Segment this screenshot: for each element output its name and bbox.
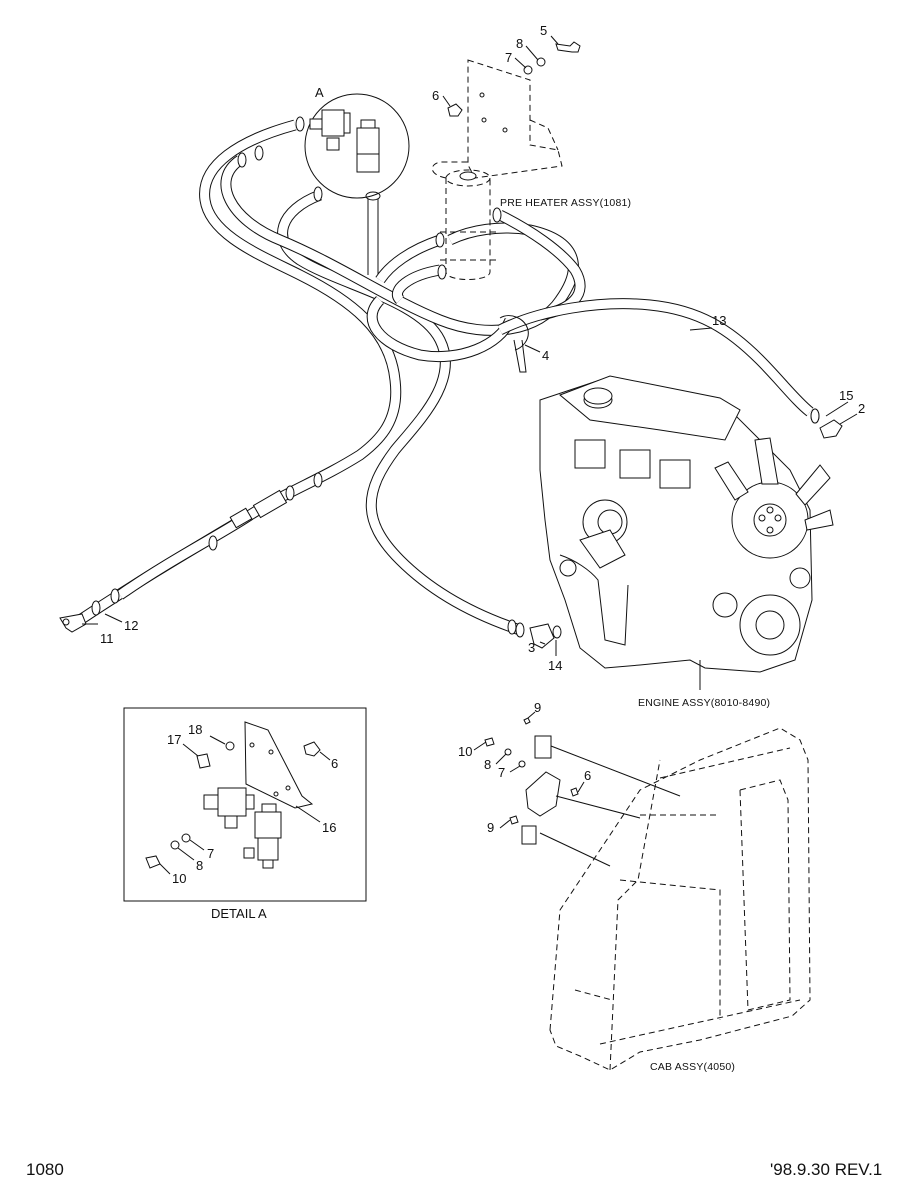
part-number-4: 4 bbox=[542, 348, 549, 363]
engine-assembly bbox=[539, 375, 834, 690]
detail-part-8: 8 bbox=[196, 858, 203, 873]
engine-fan bbox=[714, 437, 834, 559]
page-number: 1080 bbox=[26, 1160, 64, 1179]
detail-a-callout bbox=[304, 93, 410, 199]
cab-assembly bbox=[473, 711, 811, 1071]
hose-clamp-4 bbox=[499, 315, 529, 373]
part-number-14: 14 bbox=[548, 658, 562, 673]
assembly-labels: PRE HEATER ASSY(1081) ENGINE ASSY(8010-8… bbox=[500, 197, 770, 1073]
part-number-8: 8 bbox=[516, 36, 523, 51]
detail-part-10: 10 bbox=[172, 871, 186, 886]
part-number-12: 12 bbox=[124, 618, 138, 633]
detail-part-6: 6 bbox=[331, 756, 338, 771]
part-number-7: 7 bbox=[505, 50, 512, 65]
cab-bracket-labels: 9 10 8 7 6 9 bbox=[458, 700, 591, 835]
part-number-2: 2 bbox=[858, 401, 865, 416]
cab-part-6: 6 bbox=[584, 768, 591, 783]
detail-a-labels: 18 17 6 16 7 8 10 DETAIL A bbox=[167, 722, 338, 921]
leader-lines bbox=[82, 35, 858, 656]
cab-part-9-upper: 9 bbox=[534, 700, 541, 715]
cab-part-9-lower: 9 bbox=[487, 820, 494, 835]
part-number-labels: 5 8 7 6 13 4 15 2 12 11 3 14 bbox=[100, 23, 865, 673]
detail-part-17: 17 bbox=[167, 732, 181, 747]
part-number-6: 6 bbox=[432, 88, 439, 103]
revision-stamp: '98.9.30 REV.1 bbox=[770, 1160, 883, 1179]
detail-part-16: 16 bbox=[322, 820, 336, 835]
pre-heater-assy-label: PRE HEATER ASSY(1081) bbox=[500, 197, 631, 209]
detail-a-box bbox=[123, 707, 367, 902]
detail-part-18: 18 bbox=[188, 722, 202, 737]
part-number-15: 15 bbox=[839, 388, 853, 403]
pre-heater-assembly bbox=[431, 59, 563, 280]
tee-fitting bbox=[59, 613, 87, 633]
engine-fitting bbox=[810, 408, 843, 439]
detail-a-callout-label: A bbox=[315, 85, 324, 100]
mounting-bolts bbox=[447, 41, 581, 117]
part-number-13: 13 bbox=[712, 313, 726, 328]
cab-part-7: 7 bbox=[498, 765, 505, 780]
cab-assy-label: CAB ASSY(4050) bbox=[650, 1061, 735, 1073]
elbow-fitting bbox=[529, 623, 562, 649]
part-number-11: 11 bbox=[100, 631, 114, 646]
part-number-5: 5 bbox=[540, 23, 547, 38]
heater-hose-routing bbox=[76, 119, 814, 636]
inline-hose-connector bbox=[229, 489, 288, 529]
detail-part-7: 7 bbox=[207, 846, 214, 861]
crank-pulley bbox=[712, 567, 811, 656]
cab-part-8: 8 bbox=[484, 757, 491, 772]
detail-a-caption: DETAIL A bbox=[211, 906, 267, 921]
engine-assy-label: ENGINE ASSY(8010-8490) bbox=[638, 697, 770, 709]
part-number-3: 3 bbox=[528, 640, 535, 655]
cab-part-10: 10 bbox=[458, 744, 472, 759]
